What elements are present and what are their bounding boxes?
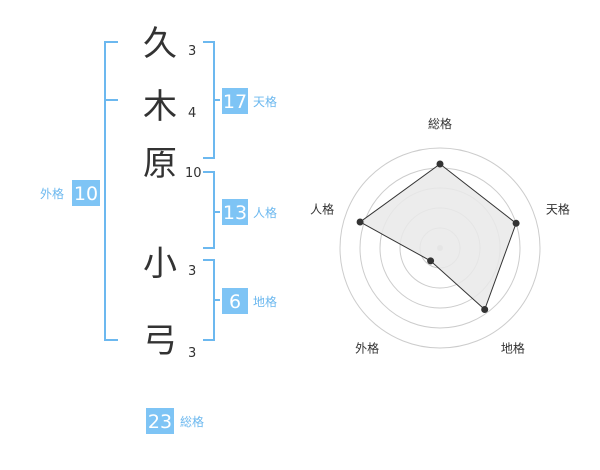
tenkaku-value: 17 — [223, 91, 247, 113]
soukaku-label: 総格 — [180, 414, 204, 429]
stroke-count-1: 3 — [188, 44, 196, 59]
chikaku-bracket — [203, 259, 220, 341]
chikaku-badge-box — [222, 288, 248, 314]
radar-ring — [339, 147, 541, 349]
stroke-count-4: 3 — [188, 264, 196, 279]
radar-points — [356, 160, 520, 313]
name-char-2: 木 — [143, 87, 177, 127]
stroke-count-5: 3 — [188, 346, 196, 361]
soukaku-value: 23 — [148, 411, 172, 433]
radar-axis-label: 天格 — [546, 202, 570, 217]
radar-point — [427, 257, 435, 265]
chikaku-label: 地格 — [253, 294, 277, 309]
radar-area — [359, 163, 517, 311]
chikaku-badge: 6 地格 — [222, 288, 277, 314]
name-char-1: 久 — [143, 24, 177, 64]
gaikaku-badge: 外格 10 — [40, 180, 100, 206]
radar-axis-label: 総格 — [428, 116, 452, 131]
gaikaku-bracket — [104, 41, 118, 341]
jinkaku-badge-box — [222, 199, 248, 225]
jinkaku-badge: 13 人格 — [222, 199, 277, 225]
chikaku-value: 6 — [229, 291, 241, 313]
radar-point — [436, 160, 444, 168]
radar-point — [512, 219, 520, 227]
soukaku-badge: 23 総格 — [146, 408, 204, 434]
name-char-3: 原 — [143, 144, 177, 184]
tenkaku-label: 天格 — [253, 94, 277, 109]
radar-axis-label: 人格 — [310, 202, 334, 217]
gaikaku-value: 10 — [74, 183, 98, 205]
tenkaku-badge: 17 天格 — [222, 88, 277, 114]
jinkaku-bracket — [203, 171, 220, 249]
name-char-5: 弓 — [143, 321, 177, 361]
jinkaku-value: 13 — [223, 202, 247, 224]
brackets — [104, 41, 220, 341]
jinkaku-label: 人格 — [253, 205, 277, 220]
gaikaku-badge-box — [72, 180, 100, 206]
tenkaku-bracket — [203, 41, 220, 159]
radar-axis-label: 地格 — [501, 340, 525, 355]
stroke-count-3: 10 — [185, 166, 202, 181]
name-characters: 久 3 木 4 原 10 小 3 弓 3 — [143, 24, 202, 361]
tenkaku-badge-box — [222, 88, 248, 114]
stroke-count-2: 4 — [188, 106, 196, 121]
radar-point — [356, 218, 364, 226]
gaikaku-label: 外格 — [40, 186, 64, 201]
soukaku-badge-box — [146, 408, 174, 434]
name-char-4: 小 — [143, 244, 177, 284]
radar-point — [481, 306, 489, 313]
radar-axis-label: 外格 — [355, 340, 379, 355]
